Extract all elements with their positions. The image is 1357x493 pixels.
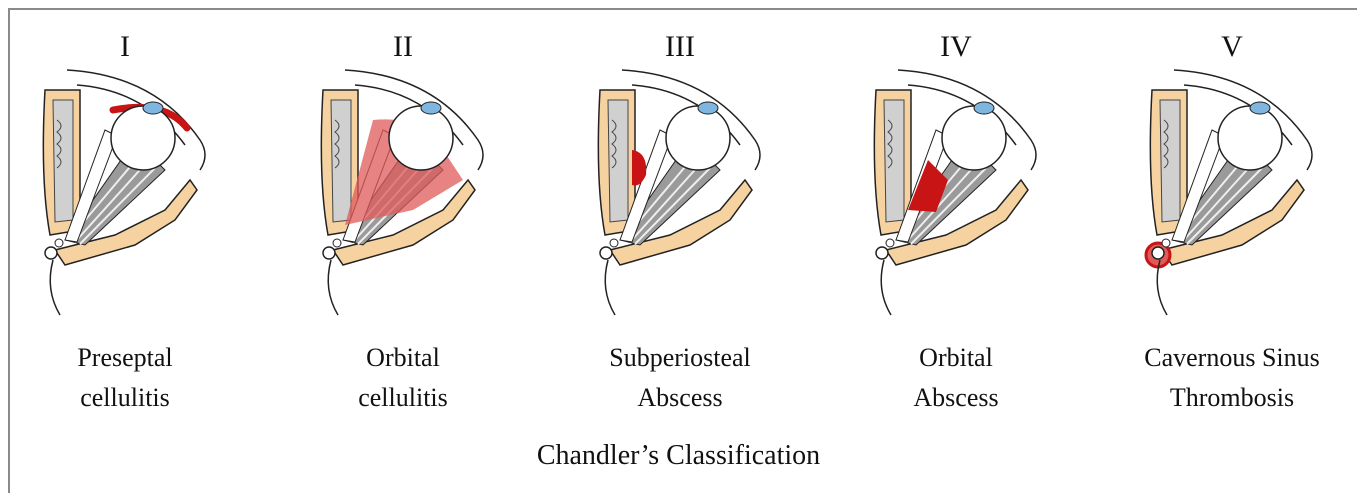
iris	[143, 102, 163, 114]
iris	[698, 102, 718, 114]
globe	[666, 106, 730, 170]
stage-caption-line1: Preseptal	[0, 338, 265, 378]
orbit-illustration	[856, 60, 1056, 320]
lower-skin-outline	[50, 260, 60, 315]
sinus-air-cells	[608, 100, 628, 222]
orbit-illustration	[303, 60, 503, 320]
iris	[1250, 102, 1270, 114]
lower-skin-outline	[1157, 260, 1167, 315]
iris	[974, 102, 994, 114]
stage-numeral: III	[560, 30, 800, 64]
globe	[111, 106, 175, 170]
stage-caption-line1: Subperiosteal	[540, 338, 820, 378]
lower-skin-outline	[328, 260, 338, 315]
orbit-illustration	[580, 60, 780, 320]
figure-title: Chandler’s Classification	[0, 440, 1357, 472]
lower-skin-outline	[881, 260, 891, 315]
stage-caption-line2: cellulitis	[263, 378, 543, 418]
sinus-air-cells	[53, 100, 73, 222]
globe	[1218, 106, 1282, 170]
stage-numeral: V	[1112, 30, 1352, 64]
stage-caption-line2: Abscess	[540, 378, 820, 418]
optic-canal	[600, 247, 612, 259]
optic-canal	[323, 247, 335, 259]
stage-caption-line1: Orbital	[263, 338, 543, 378]
stage-caption-line2: Thrombosis	[1092, 378, 1357, 418]
stage-caption-line2: Abscess	[816, 378, 1096, 418]
orbit-illustration	[1132, 60, 1332, 320]
stage-numeral: II	[283, 30, 523, 64]
sinus-air-cells	[331, 100, 351, 222]
globe	[389, 106, 453, 170]
stage-numeral: I	[5, 30, 245, 64]
iris	[421, 102, 441, 114]
stage-caption-line1: Cavernous Sinus	[1092, 338, 1357, 378]
stage-numeral: IV	[836, 30, 1076, 64]
stage-caption-line1: Orbital	[816, 338, 1096, 378]
optic-canal	[1152, 247, 1164, 259]
orbit-illustration	[25, 60, 225, 320]
optic-canal	[45, 247, 57, 259]
stage-caption-line2: cellulitis	[0, 378, 265, 418]
sinus-air-cells	[884, 100, 904, 222]
sinus-air-cells	[1160, 100, 1180, 222]
optic-canal	[876, 247, 888, 259]
lower-skin-outline	[605, 260, 615, 315]
globe	[942, 106, 1006, 170]
